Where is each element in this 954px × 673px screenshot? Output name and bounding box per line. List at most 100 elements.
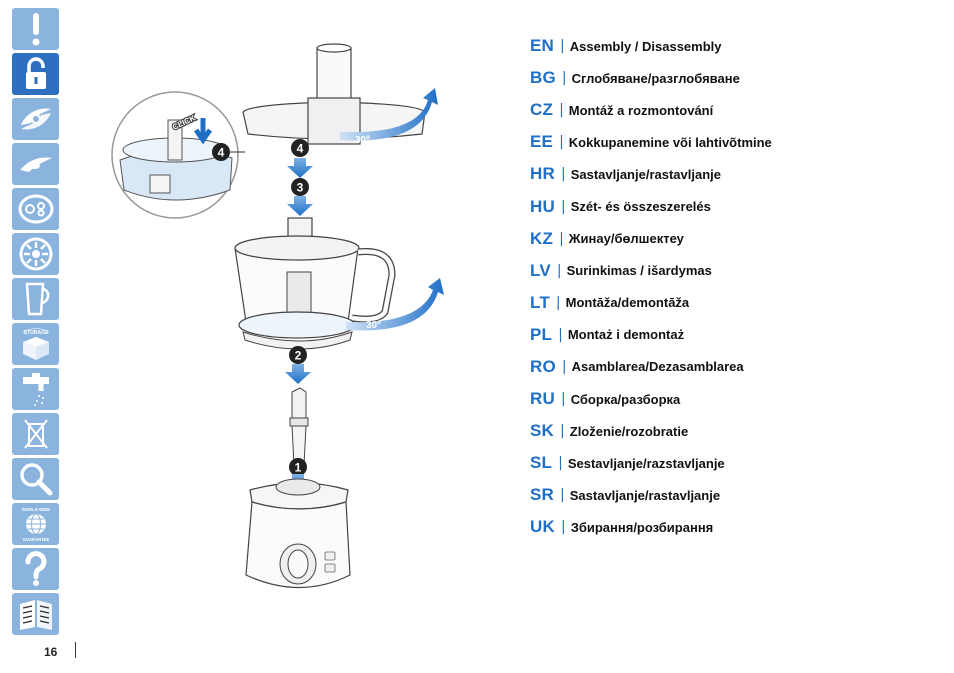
sidebar-tile-jug[interactable] <box>12 278 59 320</box>
step-arrow-3 <box>287 196 313 216</box>
language-code: LT <box>530 292 550 312</box>
language-code: CZ <box>530 100 554 120</box>
step-badge-4-detail: 4 <box>212 143 230 161</box>
step-badge-2: 2 <box>289 346 307 364</box>
language-code: EN <box>530 36 555 56</box>
language-code: LV <box>530 260 551 280</box>
drive-shaft <box>289 387 309 466</box>
language-section-title: Montaż i demontaż <box>567 327 685 343</box>
storage-box-icon: STORAGE <box>22 328 49 360</box>
language-separator: | <box>560 487 565 504</box>
section-icon-sidebar: STORAGE WORLD-WIDE <box>12 8 59 638</box>
language-row-sk: SK|Zloženie/rozobratie <box>530 415 940 447</box>
language-row-bg: BG|Сглобяване/разглобяване <box>530 62 940 94</box>
language-code: HR <box>530 164 555 184</box>
question-icon <box>25 551 46 586</box>
language-row-pl: PL |Montaż i demontaż <box>530 319 940 351</box>
motor-unit <box>245 478 351 588</box>
language-separator: | <box>559 102 564 119</box>
sidebar-tile-guarantee[interactable]: WORLD-WIDE GUARANTEE <box>12 503 59 545</box>
language-section-title: Surinkimas / išardymas <box>566 263 712 279</box>
language-row-ee: EE |Kokkupanemine või lahtivõtmine <box>530 126 940 158</box>
worldwide-label: WORLD-WIDE <box>21 507 49 512</box>
language-code: RU <box>530 389 555 409</box>
language-section-title: Жинау/бөлшектеу <box>568 231 684 247</box>
jug-icon <box>25 282 49 316</box>
language-row-sr: SR |Sastavljanje/rastavljanje <box>530 479 940 511</box>
language-separator: | <box>558 326 563 343</box>
sidebar-tile-emulsifying[interactable] <box>12 188 59 230</box>
manual-book-icon <box>19 600 52 630</box>
language-code: EE <box>530 132 554 152</box>
language-row-lt: LT |Montāža/demontāža <box>530 287 940 319</box>
sidebar-tile-environment[interactable] <box>12 413 59 455</box>
language-separator: | <box>555 294 561 311</box>
svg-text:2: 2 <box>295 349 302 363</box>
sidebar-tile-cleaning[interactable] <box>12 368 59 410</box>
language-row-lv: LV|Surinkimas / išardymas <box>530 255 940 287</box>
sidebar-tile-manual[interactable] <box>12 593 59 635</box>
language-separator: | <box>560 519 566 536</box>
globe-guarantee-icon: WORLD-WIDE GUARANTEE <box>21 507 49 542</box>
language-section-title: Kokkupanemine või lahtivõtmine <box>568 134 772 150</box>
sidebar-tile-assembly[interactable] <box>12 53 59 95</box>
language-separator: | <box>560 423 565 440</box>
language-separator: | <box>560 38 565 55</box>
language-code: SK <box>530 421 555 441</box>
angle-label-lid: 30º <box>355 135 370 146</box>
language-code: PL <box>530 324 553 344</box>
language-code: BG <box>530 68 556 88</box>
language-row-ru: RU |Сборка/разборка <box>530 383 940 415</box>
language-code: HU <box>530 196 555 216</box>
step-arrow-4 <box>287 158 313 178</box>
language-separator: | <box>559 134 564 151</box>
language-section-title: Montāža/demontāža <box>565 295 690 311</box>
warning-icon <box>32 13 39 46</box>
language-section-title: Sestavljanje/razstavljanje <box>567 455 725 471</box>
svg-text:4: 4 <box>297 142 304 156</box>
language-section-title: Asamblarea/Dezasamblarea <box>571 359 744 375</box>
sidebar-tile-blade[interactable] <box>12 98 59 140</box>
language-separator: | <box>560 391 566 408</box>
language-code: SR <box>530 485 555 505</box>
language-row-en: EN |Assembly / Disassembly <box>530 30 940 62</box>
language-row-hu: HU|Szét- és összeszerelés <box>530 190 940 222</box>
language-separator: | <box>560 198 566 215</box>
language-row-uk: UK|Збирання/розбирання <box>530 511 940 543</box>
language-row-kz: KZ |Жинау/бөлшектеу <box>530 223 940 255</box>
step-arrow-2 <box>285 364 311 384</box>
language-separator: | <box>558 455 563 472</box>
language-section-title: Assembly / Disassembly <box>569 38 722 54</box>
sidebar-tile-troubleshooting[interactable] <box>12 458 59 500</box>
storage-label: STORAGE <box>23 330 48 336</box>
svg-text:1: 1 <box>295 461 302 475</box>
page-number: 16 <box>44 645 58 659</box>
sidebar-tile-slicing[interactable] <box>12 233 59 275</box>
step-badge-1: 1 <box>289 458 307 476</box>
step-badge-4: 4 <box>291 139 309 157</box>
tap-cleaning-icon <box>22 373 49 406</box>
language-section-title: Збирання/розбирання <box>570 519 714 535</box>
language-section-title: Sastavljanje/rastavljanje <box>570 166 721 182</box>
language-separator: | <box>561 358 567 375</box>
language-row-ro: RO|Asamblarea/Dezasamblarea <box>530 351 940 383</box>
slicing-disc-icon <box>19 237 52 271</box>
bowl-with-handle <box>234 217 396 350</box>
language-section-title: Сглобяване/разглобяване <box>571 70 740 86</box>
sidebar-tile-warning[interactable] <box>12 8 59 50</box>
lock-icon <box>25 57 46 89</box>
language-separator: | <box>559 230 564 247</box>
language-section-title: Sastavljanje/rastavljanje <box>569 487 721 503</box>
language-section-title: Сборка/разборка <box>570 391 681 407</box>
assembly-illustration: CLICK 30º 4 4 3 30º <box>111 43 444 588</box>
emulsifying-disc-icon <box>18 194 53 224</box>
magnifier-icon <box>19 463 52 496</box>
language-code: KZ <box>530 228 554 248</box>
sidebar-tile-questions[interactable] <box>12 548 59 590</box>
guarantee-label: GUARANTEE <box>22 537 49 542</box>
language-section-title: Montáž a rozmontování <box>568 102 714 118</box>
sidebar-tile-kneading[interactable] <box>12 143 59 185</box>
blade-icon <box>20 108 51 130</box>
sidebar-tile-storage[interactable]: STORAGE <box>12 323 59 365</box>
language-row-cz: CZ |Montáž a rozmontování <box>530 94 940 126</box>
